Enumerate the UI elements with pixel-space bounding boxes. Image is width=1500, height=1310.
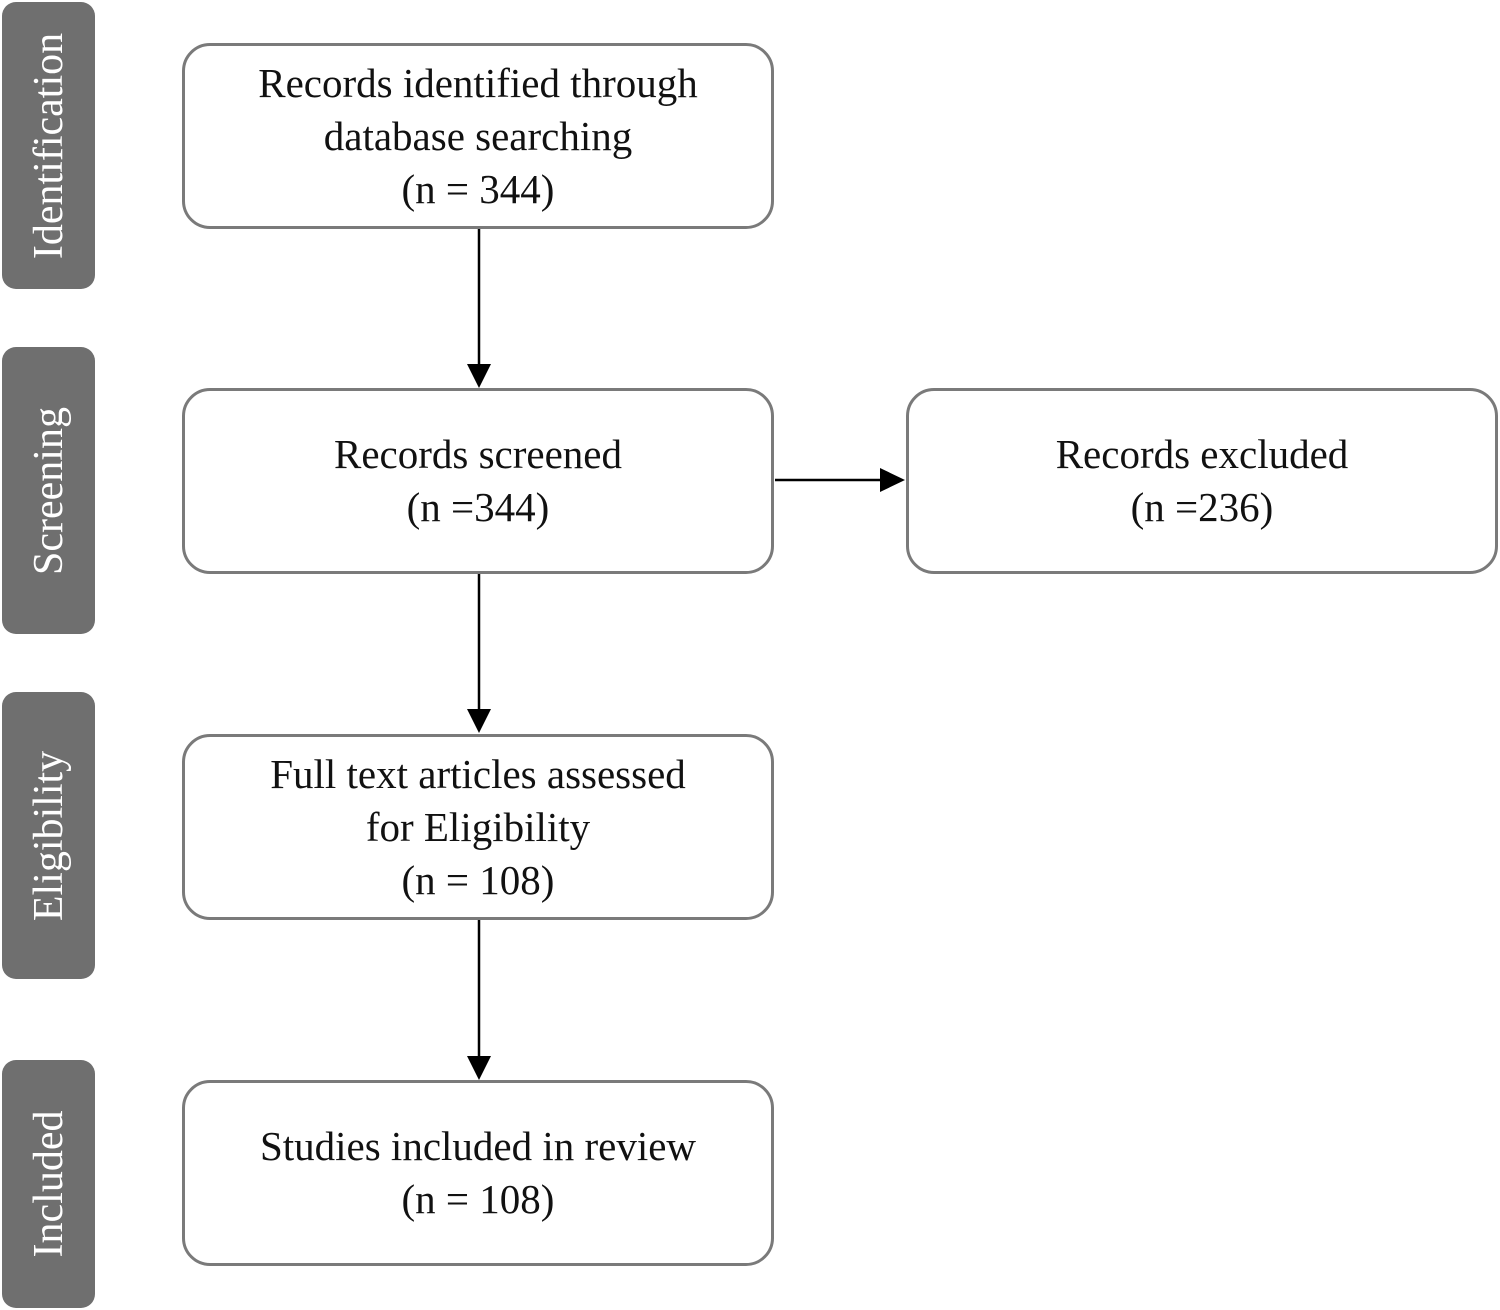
full-text-line1: Full text articles assessed	[270, 750, 686, 797]
full-text-count: (n = 108)	[401, 856, 555, 903]
records-excluded-label: Records excluded	[1055, 431, 1349, 477]
studies-included-label: Studies included in review	[259, 1123, 697, 1169]
records-identified-line1: Records identified through	[258, 59, 698, 106]
arrowhead-excluded	[880, 468, 905, 492]
box-records-screened: Records screened (n =344)	[182, 388, 774, 574]
records-identified-count: (n = 344)	[401, 165, 555, 212]
box-records-identified: Records identified through database sear…	[182, 43, 774, 229]
studies-included-count: (n = 108)	[401, 1176, 555, 1222]
arrowhead-fulltext	[467, 709, 491, 733]
records-screened-label: Records screened	[333, 431, 622, 477]
phase-bar-included: Included	[2, 1060, 95, 1308]
records-excluded-count: (n =236)	[1130, 484, 1274, 530]
phase-bar-eligibility: Eligibility	[2, 692, 95, 979]
box-studies-included: Studies included in review (n = 108)	[182, 1080, 774, 1266]
phase-bar-identification: Identification	[2, 2, 95, 289]
arrowhead-included	[467, 1056, 491, 1080]
phase-bar-screening: Screening	[2, 347, 95, 634]
full-text-line2: for Eligibility	[365, 803, 591, 850]
arrowhead-screened	[467, 364, 491, 388]
records-screened-count: (n =344)	[406, 484, 550, 530]
box-full-text-assessed: Full text articles assessed for Eligibil…	[182, 734, 774, 920]
box-records-excluded: Records excluded (n =236)	[906, 388, 1498, 574]
records-identified-line2: database searching	[323, 112, 633, 159]
